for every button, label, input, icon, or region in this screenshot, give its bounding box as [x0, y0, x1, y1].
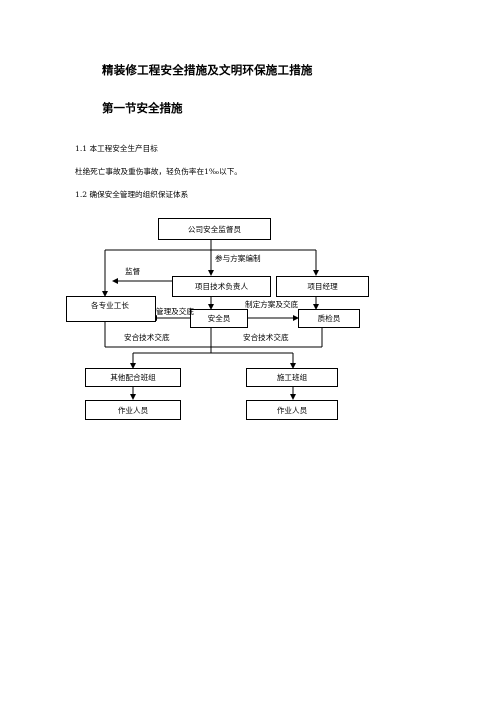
box-company-supervisor: 公司安全监督员 — [158, 218, 271, 240]
label-plan-handover: 制定方案及交底 — [245, 300, 299, 309]
document-title: 精装修工程安全措施及文明环保施工措施 — [102, 63, 313, 77]
box-construction-team: 施工班组 — [246, 368, 338, 387]
item-1-1-heading: 1.1 本工程安全生产目标 — [75, 144, 158, 153]
box-project-tech-lead: 项目技术负责人 — [172, 276, 271, 297]
label-safety-tech-handover-right: 安合技术交底 — [243, 333, 289, 342]
label-management-handover: 管理及交底 — [156, 307, 194, 316]
goal-text: 杜绝死亡事故及重伤事故，轻负伤率在1‰以下。 — [75, 167, 242, 176]
section-title: 第一节安全措施 — [102, 101, 183, 115]
label-plan-participation: 参与方案编制 — [215, 254, 261, 263]
label-supervision: 监督 — [125, 267, 141, 276]
box-other-teams: 其他配合班组 — [85, 368, 181, 387]
box-quality-inspector: 质检员 — [298, 309, 360, 328]
box-foremen: 各专业工长 — [66, 296, 156, 322]
item-1-2-heading: 1.2 确保安全管理的组织保证体系 — [75, 190, 189, 199]
box-project-manager: 项目经理 — [276, 276, 369, 297]
box-workers-left: 作业人员 — [85, 400, 181, 420]
box-safety-officer: 安全员 — [190, 309, 248, 328]
label-safety-tech-handover-left: 安合技术交底 — [124, 333, 170, 342]
box-workers-right: 作业人员 — [246, 400, 338, 420]
